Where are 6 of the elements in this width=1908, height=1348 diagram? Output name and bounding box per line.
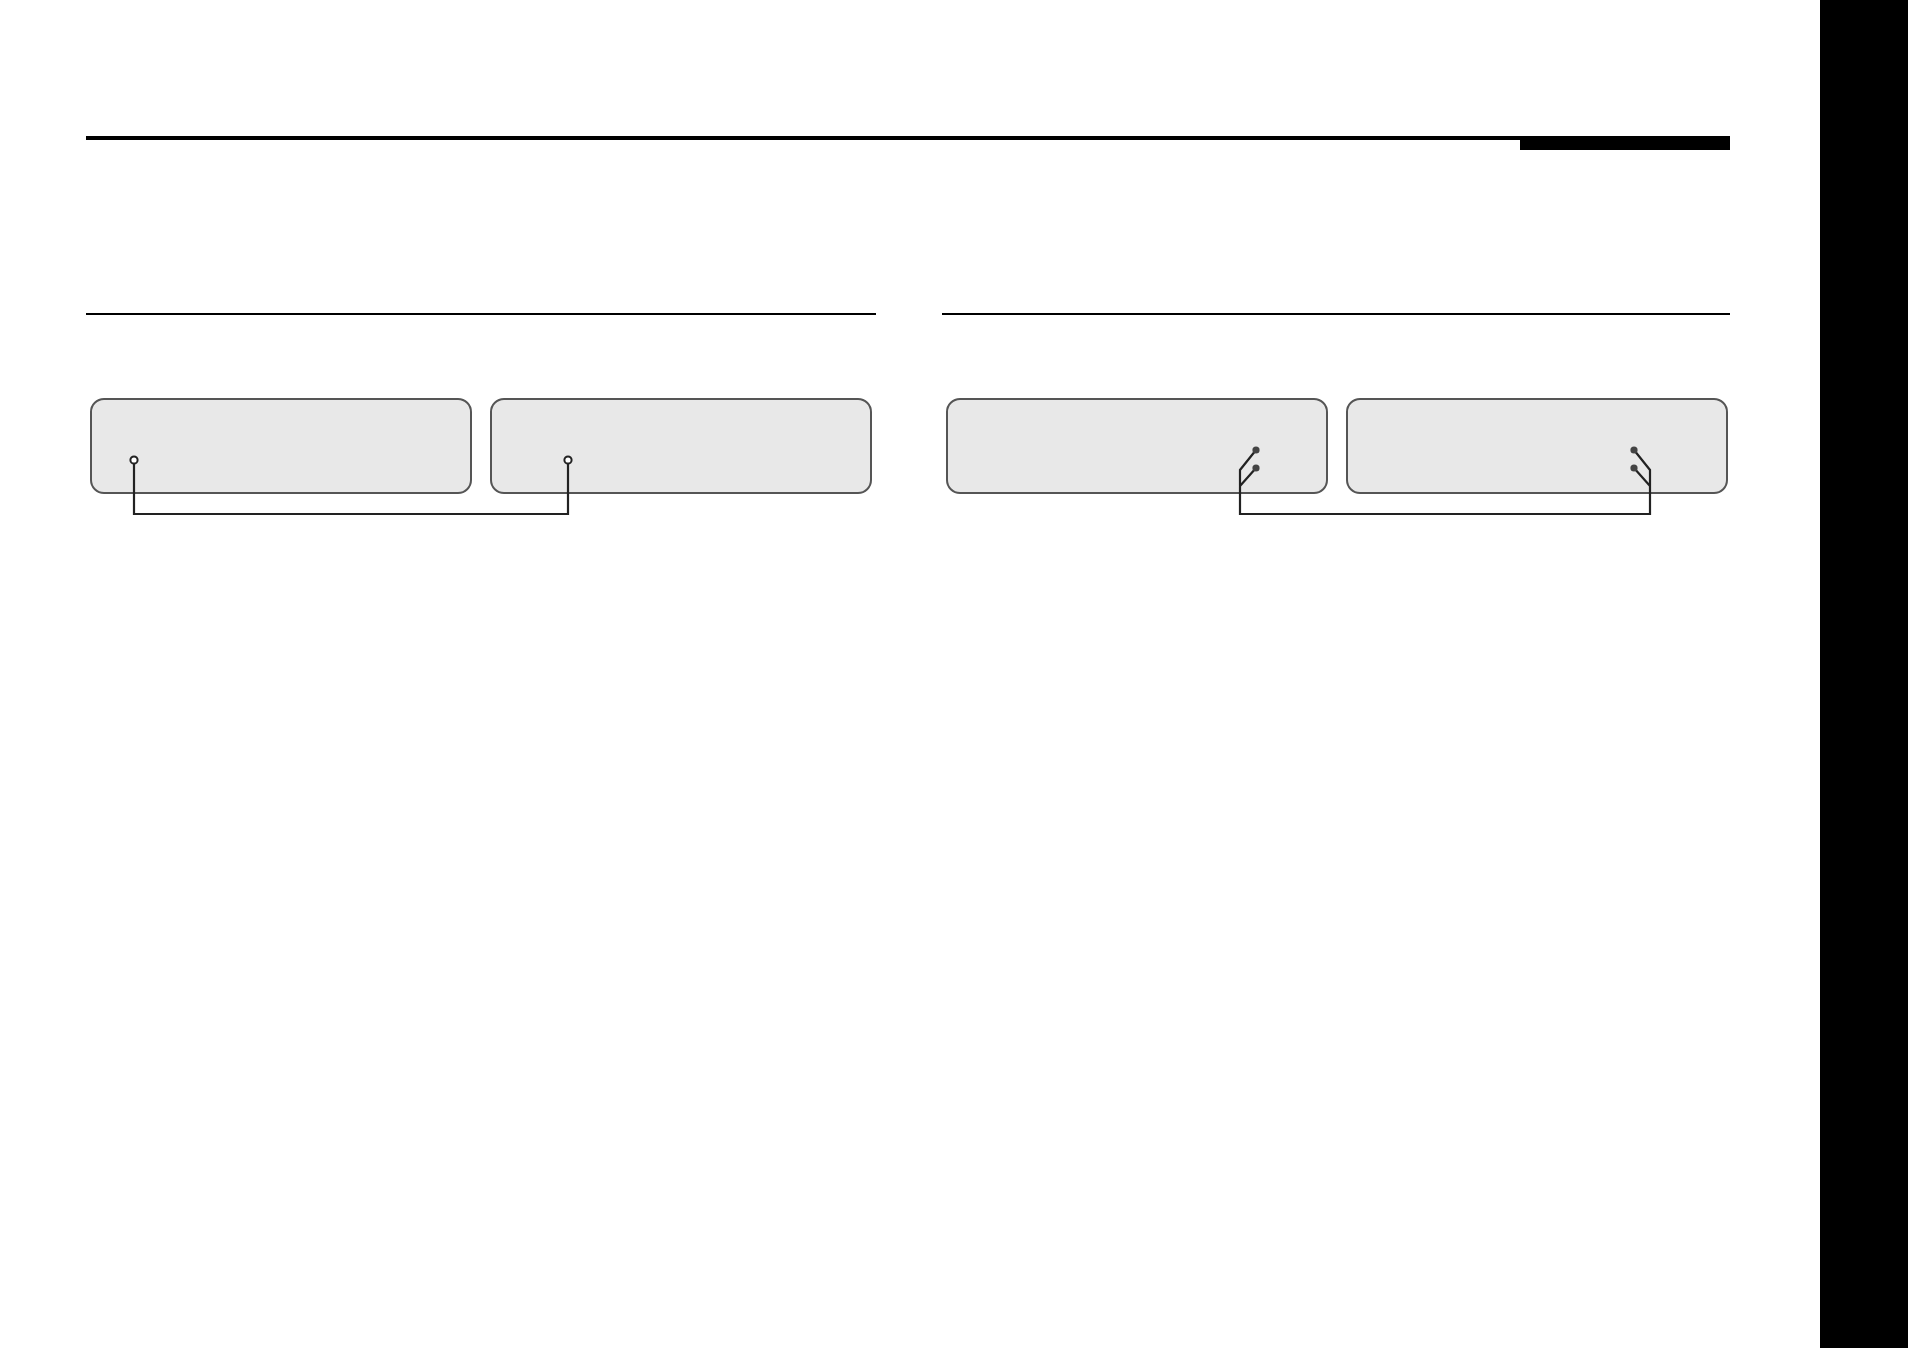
device-box xyxy=(490,398,872,494)
device-box xyxy=(946,398,1328,494)
device-box xyxy=(1346,398,1728,494)
wire xyxy=(132,494,570,516)
device-box xyxy=(90,398,472,494)
wire xyxy=(1238,494,1652,516)
